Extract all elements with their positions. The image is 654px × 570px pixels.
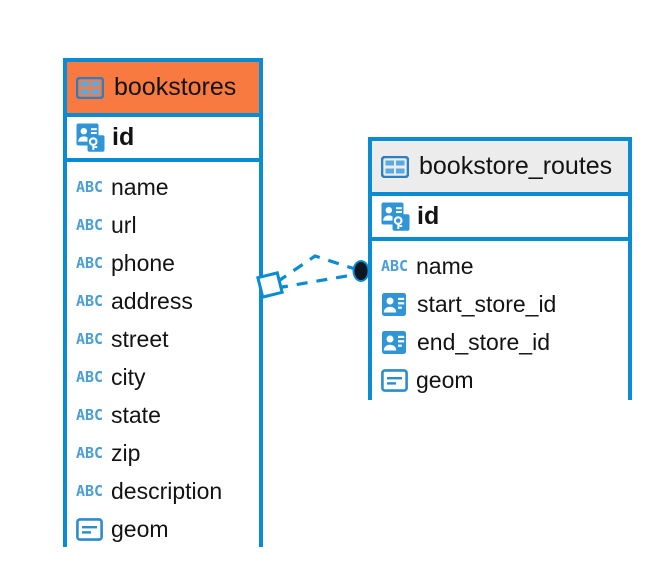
abc-text-icon: ABC	[76, 254, 103, 272]
field-row-start-store-id[interactable]: start_store_id	[372, 285, 628, 323]
abc-text-icon: ABC	[76, 444, 103, 462]
field-label-url: url	[111, 211, 137, 238]
field-row-address[interactable]: ABC address	[67, 282, 259, 320]
entity-bookstores[interactable]: bookstores id	[63, 58, 263, 552]
foreign-key-card-icon	[381, 291, 409, 318]
field-row-geom[interactable]: geom	[372, 361, 628, 399]
entity-header-bookstore-routes[interactable]: bookstore_routes	[372, 141, 628, 192]
field-label-zip: zip	[111, 439, 141, 466]
field-label-geom: geom	[111, 515, 169, 542]
svg-text:ABC: ABC	[76, 216, 103, 234]
abc-text-icon: ABC	[76, 292, 103, 310]
field-row-name[interactable]: ABC name	[372, 247, 628, 285]
svg-text:ABC: ABC	[76, 368, 103, 386]
field-row-geom[interactable]: geom	[67, 510, 259, 548]
field-label-description: description	[111, 477, 223, 504]
field-row-phone[interactable]: ABC phone	[67, 244, 259, 282]
field-label-name: name	[416, 252, 474, 279]
field-label-geom: geom	[416, 366, 474, 393]
relationship-connector[interactable]	[255, 238, 380, 313]
field-label-start-store-id: start_store_id	[417, 290, 557, 317]
entity-header-bookstores[interactable]: bookstores	[67, 62, 259, 113]
entity-primary-key-row-bookstores[interactable]: id	[67, 113, 259, 162]
primary-key-card-icon	[381, 202, 410, 231]
abc-text-icon: ABC	[381, 257, 408, 275]
entity-primary-key-row-bookstore-routes[interactable]: id	[372, 192, 628, 241]
field-label-address: address	[111, 287, 193, 314]
entity-field-list-bookstore-routes: ABC name start_store_id	[372, 241, 628, 403]
field-label-phone: phone	[111, 249, 175, 276]
primary-key-label-bookstore-routes: id	[417, 202, 440, 230]
svg-text:ABC: ABC	[381, 257, 408, 275]
entity-field-list-bookstores: ABC name ABC url ABC p	[67, 162, 259, 552]
field-label-street: street	[111, 325, 169, 352]
foreign-key-card-icon	[381, 329, 409, 356]
field-label-name: name	[111, 173, 169, 200]
field-row-city[interactable]: ABC city	[67, 358, 259, 396]
entity-title-bookstore-routes: bookstore_routes	[419, 152, 613, 180]
entity-bookstore-routes[interactable]: bookstore_routes id	[368, 137, 632, 403]
field-label-state: state	[111, 401, 161, 428]
abc-text-icon: ABC	[76, 216, 103, 234]
primary-key-label-bookstores: id	[112, 123, 135, 151]
svg-text:ABC: ABC	[76, 406, 103, 424]
svg-text:ABC: ABC	[76, 330, 103, 348]
primary-key-card-icon	[76, 123, 105, 152]
svg-text:ABC: ABC	[76, 254, 103, 272]
field-row-end-store-id[interactable]: end_store_id	[372, 323, 628, 361]
field-row-state[interactable]: ABC state	[67, 396, 259, 434]
svg-text:ABC: ABC	[76, 444, 103, 462]
field-row-zip[interactable]: ABC zip	[67, 434, 259, 472]
relationship-branch-lower	[276, 272, 359, 290]
field-row-url[interactable]: ABC url	[67, 206, 259, 244]
svg-text:ABC: ABC	[76, 482, 103, 500]
field-label-city: city	[111, 363, 146, 390]
field-label-end-store-id: end_store_id	[417, 328, 550, 355]
blob-geometry-icon	[381, 368, 408, 392]
relationship-branch-upper	[276, 254, 359, 284]
relationship-circle-marker	[352, 260, 370, 282]
abc-text-icon: ABC	[76, 368, 103, 386]
abc-text-icon: ABC	[76, 482, 103, 500]
abc-text-icon: ABC	[76, 406, 103, 424]
entity-title-bookstores: bookstores	[114, 73, 237, 101]
abc-text-icon: ABC	[76, 178, 103, 196]
table-grid-icon	[76, 76, 104, 99]
blob-geometry-icon	[76, 517, 103, 541]
abc-text-icon: ABC	[76, 330, 103, 348]
field-row-name[interactable]: ABC name	[67, 168, 259, 206]
table-grid-icon	[381, 155, 409, 178]
field-row-description[interactable]: ABC description	[67, 472, 259, 510]
svg-text:ABC: ABC	[76, 178, 103, 196]
field-row-street[interactable]: ABC street	[67, 320, 259, 358]
svg-text:ABC: ABC	[76, 292, 103, 310]
